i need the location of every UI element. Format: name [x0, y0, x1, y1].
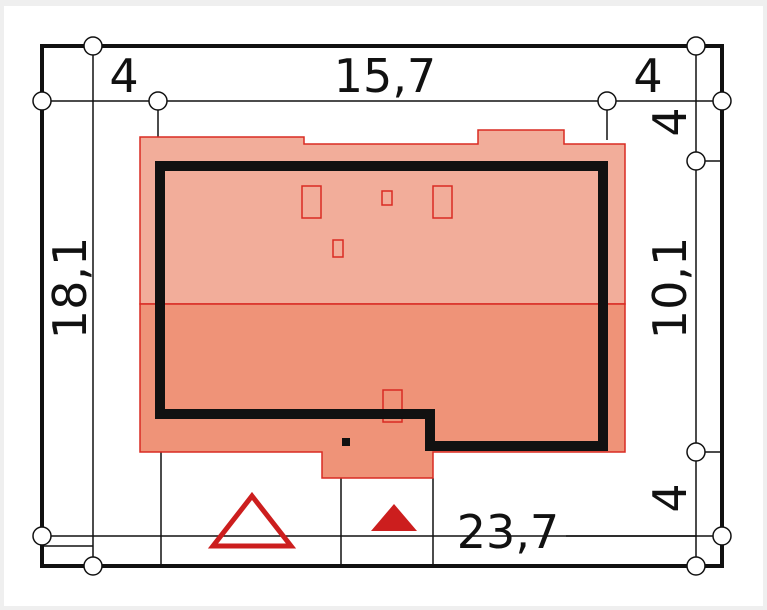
grid-markers — [32, 36, 732, 576]
chimney — [332, 239, 344, 258]
entrance-marker — [342, 438, 350, 446]
dimension-left-total: 18,1 — [43, 237, 97, 339]
dimension-bottom-width: 23,7 — [457, 505, 559, 559]
chimney — [381, 190, 393, 206]
entrance-triangle-filled-icon — [371, 504, 417, 531]
dimension-top-left: 4 — [109, 49, 138, 103]
skylight — [432, 185, 453, 219]
roof-upper — [139, 129, 626, 305]
roof-openings — [301, 185, 453, 423]
entrance-triangle-outline-icon — [207, 491, 297, 549]
dimension-top-right: 4 — [633, 49, 662, 103]
skylight — [382, 389, 403, 423]
dimension-right-middle: 10,1 — [643, 237, 697, 339]
dimension-right-top: 4 — [643, 107, 697, 136]
skylight — [301, 185, 322, 219]
dimension-top-middle: 15,7 — [334, 49, 436, 103]
roof — [139, 129, 626, 479]
plot-boundary — [40, 44, 724, 568]
dimension-right-bottom: 4 — [643, 483, 697, 512]
house-outline — [155, 161, 608, 451]
